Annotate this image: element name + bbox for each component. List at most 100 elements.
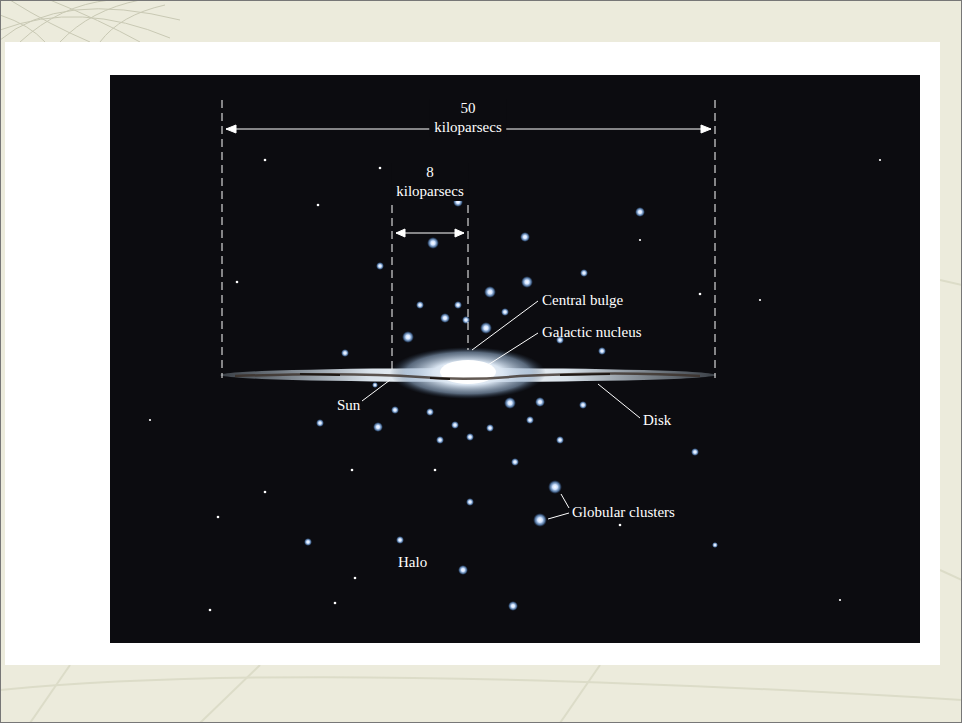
field-stars-part bbox=[879, 159, 881, 161]
field-stars-part bbox=[379, 167, 382, 170]
globular-clusters-part bbox=[462, 316, 470, 324]
globe-mesh bbox=[0, 0, 180, 42]
globular-clusters-part bbox=[440, 313, 450, 323]
field-stars-part bbox=[334, 602, 337, 605]
globular-clusters-part bbox=[426, 408, 434, 416]
leader-lines-part bbox=[362, 380, 390, 401]
globular-clusters-part bbox=[535, 397, 545, 407]
globular-clusters-part bbox=[484, 286, 496, 298]
globular-clusters-part bbox=[396, 536, 404, 544]
globular-clusters-part bbox=[451, 421, 459, 429]
globular-clusters-part bbox=[416, 301, 424, 309]
dimension-label: 50 kiloparsecs bbox=[429, 99, 506, 137]
globular-clusters-part bbox=[598, 347, 606, 355]
swoosh-line bbox=[0, 677, 962, 700]
globular-clusters-part bbox=[533, 513, 547, 527]
galactic-disk-part bbox=[235, 374, 700, 379]
globular-clusters-part bbox=[454, 301, 462, 309]
globular-clusters-part bbox=[548, 480, 562, 494]
globular-clusters-part bbox=[526, 416, 534, 424]
field-stars-part bbox=[699, 293, 702, 296]
field-stars-part bbox=[354, 577, 357, 580]
dimension-lines-part bbox=[222, 100, 223, 378]
globular-clusters-part bbox=[520, 232, 530, 242]
mesh-line bbox=[10, 0, 90, 42]
globular-clusters-part bbox=[372, 382, 378, 388]
part-label: Globular clusters bbox=[572, 503, 675, 522]
swoosh-line bbox=[30, 665, 70, 723]
globular-clusters-part bbox=[501, 308, 509, 316]
swoosh-line bbox=[940, 570, 962, 580]
mesh-line bbox=[100, 5, 165, 42]
part-label: Sun bbox=[337, 396, 360, 415]
part-label: Galactic nucleus bbox=[542, 323, 642, 342]
part-label: Disk bbox=[643, 411, 671, 430]
globular-clusters-part bbox=[304, 538, 312, 546]
globular-clusters-part bbox=[436, 436, 444, 444]
globular-clusters-part bbox=[466, 498, 474, 506]
field-stars-part bbox=[639, 239, 641, 241]
leader-lines-part bbox=[480, 333, 538, 370]
dimension-label: 8 kiloparsecs bbox=[391, 163, 468, 201]
globular-clusters-part bbox=[466, 433, 474, 441]
globular-clusters-part bbox=[580, 269, 588, 277]
mesh-line bbox=[0, 15, 45, 42]
galactic-disk-part bbox=[390, 347, 546, 399]
field-stars-part bbox=[264, 159, 267, 162]
field-stars-part bbox=[264, 491, 267, 494]
globular-clusters-part bbox=[504, 397, 516, 409]
globular-clusters-part bbox=[373, 422, 383, 432]
dimension-lines-part bbox=[468, 205, 469, 350]
leader-lines-part bbox=[561, 494, 569, 508]
field-stars-part bbox=[236, 281, 239, 284]
globular-clusters-part bbox=[427, 237, 439, 249]
globular-clusters-part bbox=[316, 419, 324, 427]
galactic-disk bbox=[220, 347, 716, 399]
globular-clusters-part bbox=[391, 406, 399, 414]
leader-lines-part bbox=[548, 513, 569, 519]
globular-clusters-part bbox=[480, 322, 492, 334]
space-background bbox=[110, 75, 920, 643]
globular-clusters-part bbox=[521, 276, 533, 288]
globular-clusters-part bbox=[341, 349, 349, 357]
galactic-disk-part bbox=[440, 360, 496, 384]
dimension-lines bbox=[222, 100, 715, 378]
galactic-disk-part bbox=[300, 374, 610, 379]
globular-clusters-part bbox=[579, 401, 587, 409]
field-stars-part bbox=[839, 599, 841, 601]
region-label: Halo bbox=[398, 553, 427, 572]
swoosh-line bbox=[560, 665, 600, 723]
part-label: Central bulge bbox=[542, 291, 623, 310]
field-stars-part bbox=[619, 524, 622, 527]
globular-clusters-part bbox=[712, 542, 718, 548]
mesh-line bbox=[0, 17, 170, 38]
globular-clusters-part bbox=[635, 207, 645, 217]
field-stars-part bbox=[149, 419, 151, 421]
dimension-lines-part bbox=[392, 205, 393, 372]
globular-clusters-part bbox=[508, 601, 518, 611]
dimension-lines-part bbox=[396, 229, 464, 237]
globular-clusters-part bbox=[691, 448, 699, 456]
swoosh-line bbox=[940, 280, 962, 285]
globular-clusters-part bbox=[376, 262, 384, 270]
leader-lines-part bbox=[472, 301, 538, 350]
globular-clusters-part bbox=[511, 458, 519, 466]
field-stars bbox=[149, 159, 881, 612]
field-stars-part bbox=[759, 299, 761, 301]
field-stars-part bbox=[217, 516, 220, 519]
globular-clusters-part bbox=[556, 436, 564, 444]
dimension-lines-part bbox=[715, 100, 716, 378]
field-stars-part bbox=[209, 609, 212, 612]
dimension-lines-part bbox=[396, 233, 464, 234]
leader-lines-part bbox=[598, 384, 640, 418]
field-stars-part bbox=[317, 204, 320, 207]
field-stars-part bbox=[434, 469, 437, 472]
field-stars-part bbox=[351, 469, 354, 472]
mesh-line bbox=[50, 0, 140, 42]
globular-clusters-part bbox=[402, 331, 414, 343]
globular-clusters-part bbox=[486, 424, 494, 432]
globular-clusters-part bbox=[458, 565, 468, 575]
swoosh-line bbox=[200, 665, 260, 723]
